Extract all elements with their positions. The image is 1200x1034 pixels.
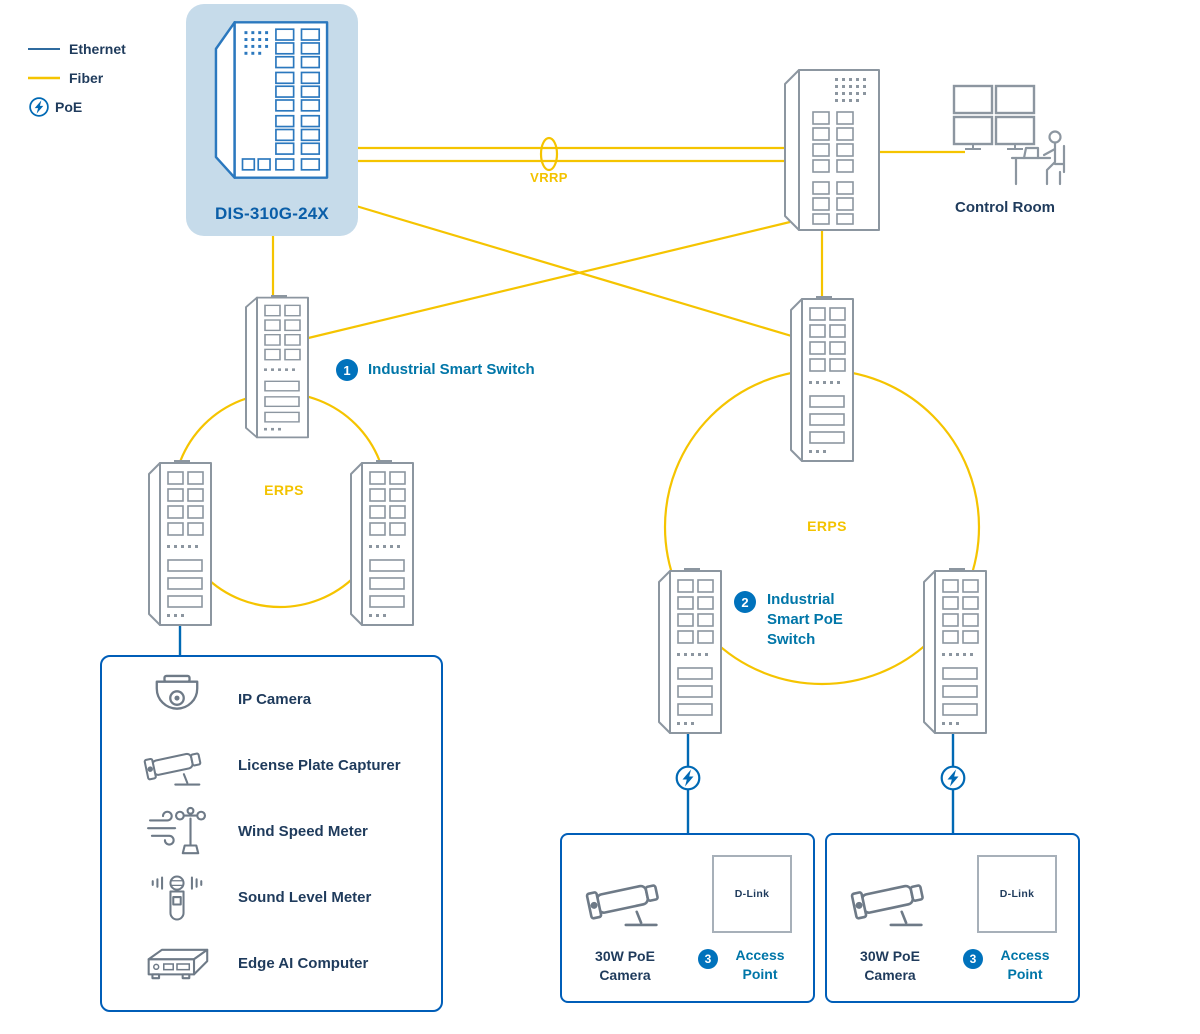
control-room-icon — [952, 84, 1070, 186]
device-box: IP Camera License Plate Capturer Wind Sp… — [100, 655, 443, 1012]
fiber-line-icon — [28, 76, 60, 79]
legend: Ethernet Fiber PoE — [28, 34, 126, 121]
left-ring-left-switch-icon — [147, 460, 213, 628]
device-row-wind-speed-meter: Wind Speed Meter — [102, 799, 441, 865]
device-label-ip-camera: IP Camera — [238, 691, 312, 708]
dis-310g-24x-switch-icon — [213, 14, 331, 186]
legend-label-ethernet: Ethernet — [69, 40, 126, 57]
access-point-brand-2: D-Link — [999, 888, 1035, 900]
sound-level-meter-icon — [122, 870, 232, 926]
poe-camera-icon-2 — [845, 867, 941, 937]
device-row-ip-camera: IP Camera — [102, 667, 441, 733]
right-ring-top-switch-icon — [789, 296, 855, 464]
legend-label-poe: PoE — [55, 98, 83, 115]
legend-label-fiber: Fiber — [69, 69, 104, 86]
edge-ai-computer-icon — [122, 940, 232, 988]
device-label-edge-ai-computer: Edge AI Computer — [238, 955, 369, 972]
poe-injector-icon-1 — [675, 765, 701, 791]
device-label-license-plate-capturer: License Plate Capturer — [238, 757, 401, 774]
left-ring-right-switch-icon — [349, 460, 415, 628]
device-label-sound-level-meter: Sound Level Meter — [238, 889, 372, 906]
fiber-core-to-left-ring — [299, 220, 791, 342]
poe-box-2: 30W PoE Camera D-Link 3 Access Point — [825, 833, 1080, 1003]
callout-1-label: Industrial Smart Switch — [368, 361, 535, 378]
core-switch-icon — [783, 66, 883, 234]
callout-3-badge-1: 3 — [698, 949, 718, 969]
main-switch-label: DIS-310G-24X — [215, 204, 329, 223]
access-point-icon-1: D-Link — [712, 855, 792, 933]
dome-camera-icon — [122, 674, 232, 726]
erps-left-label: ERPS — [264, 482, 304, 498]
control-room-label: Control Room — [955, 199, 1055, 216]
bullet-camera-icon — [122, 739, 232, 794]
device-row-edge-ai-computer: Edge AI Computer — [102, 931, 441, 997]
access-point-brand-1: D-Link — [734, 888, 770, 900]
callout-2-badge: 2 — [734, 591, 756, 613]
callout-3-badge-2: 3 — [963, 949, 983, 969]
poe-box-1: 30W PoE Camera D-Link 3 Access Point — [560, 833, 815, 1003]
ethernet-line-icon — [28, 47, 60, 50]
main-switch-card: DIS-310G-24X — [186, 4, 358, 236]
vrrp-label: VRRP — [530, 170, 568, 185]
vrrp-link-oval — [539, 136, 559, 172]
wind-speed-meter-icon — [122, 805, 232, 859]
access-point-icon-2: D-Link — [977, 855, 1057, 933]
device-row-sound-level-meter: Sound Level Meter — [102, 865, 441, 931]
poe-camera-label-2: 30W PoE Camera — [860, 948, 920, 983]
legend-item-poe: PoE — [28, 92, 126, 121]
callout-3-label-2: Access Point — [1000, 947, 1050, 982]
erps-right-label: ERPS — [807, 518, 847, 534]
callout-1-badge: 1 — [336, 359, 358, 381]
poe-bolt-icon — [29, 96, 49, 117]
poe-camera-label-1: 30W PoE Camera — [595, 948, 655, 983]
callout-2-label: Industrial Smart PoE Switch — [767, 591, 843, 648]
device-row-license-plate-capturer: License Plate Capturer — [102, 733, 441, 799]
poe-injector-icon-2 — [940, 765, 966, 791]
legend-item-ethernet: Ethernet — [28, 34, 126, 63]
right-ring-right-switch-icon — [922, 568, 988, 736]
poe-camera-icon-1 — [580, 867, 676, 937]
device-label-wind-speed-meter: Wind Speed Meter — [238, 823, 368, 840]
callout-3-label-1: Access Point — [735, 947, 785, 982]
right-ring-left-switch-icon — [657, 568, 723, 736]
left-ring-top-switch-icon — [244, 295, 310, 440]
legend-item-fiber: Fiber — [28, 63, 126, 92]
